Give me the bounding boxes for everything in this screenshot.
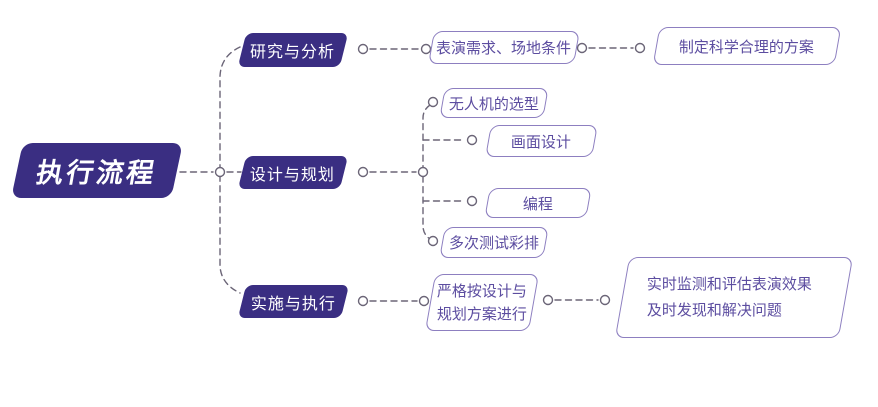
node-label-line1: 实时监测和评估表演效果: [647, 275, 813, 293]
dot-b2c2: [466, 134, 478, 146]
dot-b3-right: [418, 295, 430, 307]
node-label-line2: 及时发现和解决问题: [647, 301, 783, 319]
node-label: 制定科学合理的方案: [679, 38, 815, 56]
branch-implementation-execution: 实施与执行: [237, 285, 350, 318]
node-follow-design-plan: 严格按设计与 规划方案进行: [424, 274, 540, 331]
node-label: 实时监测和评估表演效果 及时发现和解决问题: [647, 272, 812, 324]
dot-b3c1-right: [599, 294, 611, 306]
node-monitor-evaluate-solve: 实时监测和评估表演效果 及时发现和解决问题: [614, 257, 854, 338]
node-label: 表演需求、场地条件: [436, 40, 572, 57]
node-screen-design: 画面设计: [485, 125, 598, 157]
branch-label: 研究与分析: [250, 44, 336, 61]
branch-label: 设计与规划: [250, 166, 336, 184]
node-drone-selection: 无人机的选型: [439, 88, 549, 118]
node-label: 编程: [522, 195, 553, 213]
node-programming: 编程: [484, 188, 592, 218]
node-label: 多次测试彩排: [448, 235, 539, 252]
node-label-line2: 规划方案进行: [436, 305, 527, 323]
dot-b2c3: [466, 195, 478, 207]
branch-design-planning: 设计与规划: [237, 156, 349, 189]
node-performance-requirements-site-conditions: 表演需求、场地条件: [428, 31, 580, 64]
node-scientific-reasonable-plan: 制定科学合理的方案: [652, 27, 842, 65]
node-label-line1: 严格按设计与: [436, 282, 527, 300]
dot-b1c1-left: [576, 42, 588, 54]
junction-dot-b2: [417, 166, 429, 178]
node-test-rehearsal: 多次测试彩排: [439, 227, 549, 258]
branch-label: 实施与执行: [250, 295, 336, 313]
dot-b1c1-right: [634, 42, 646, 54]
dot-b1-left: [357, 43, 369, 55]
node-label: 无人机的选型: [448, 95, 539, 113]
node-label: 画面设计: [511, 133, 572, 151]
dot-b2c4: [427, 235, 439, 247]
junction-dot-main: [214, 166, 226, 178]
root-node-label: 执行流程: [33, 158, 160, 188]
root-node-execution-process: 执行流程: [11, 143, 183, 198]
branch-research-analysis: 研究与分析: [237, 33, 349, 67]
dot-b3-left: [357, 295, 369, 307]
dot-b2-left: [357, 166, 369, 178]
node-label: 严格按设计与 规划方案进行: [437, 280, 527, 326]
dot-b3c1-left: [542, 294, 554, 306]
dot-b2c1: [427, 96, 439, 108]
